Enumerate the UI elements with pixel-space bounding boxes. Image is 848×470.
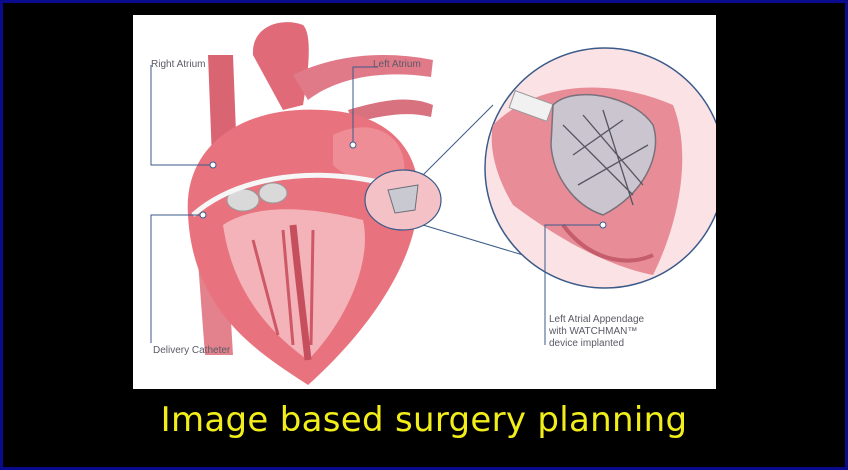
label-laa-line2: with WATCHMAN™ — [549, 326, 637, 338]
heart-illustration: Right Atrium Left Atrium Delivery Cathet… — [133, 15, 716, 389]
label-left-atrium: Left Atrium — [373, 59, 421, 71]
label-laa-line3: device implanted — [549, 338, 624, 350]
valve-right — [259, 183, 287, 203]
leader-dot-delivery-catheter — [200, 212, 206, 218]
label-delivery-catheter: Delivery Catheter — [153, 345, 230, 357]
leader-dot-left-atrium — [350, 142, 356, 148]
callout-line-top — [423, 105, 493, 175]
leader-right-atrium — [151, 65, 213, 165]
slide-caption: Image based surgery planning — [0, 400, 848, 440]
leader-dot-right-atrium — [210, 162, 216, 168]
leader-dot-laa — [600, 222, 606, 228]
label-laa-line1: Left Atrial Appendage — [549, 314, 644, 326]
aorta-vessel — [253, 22, 309, 110]
label-right-atrium: Right Atrium — [151, 59, 205, 71]
